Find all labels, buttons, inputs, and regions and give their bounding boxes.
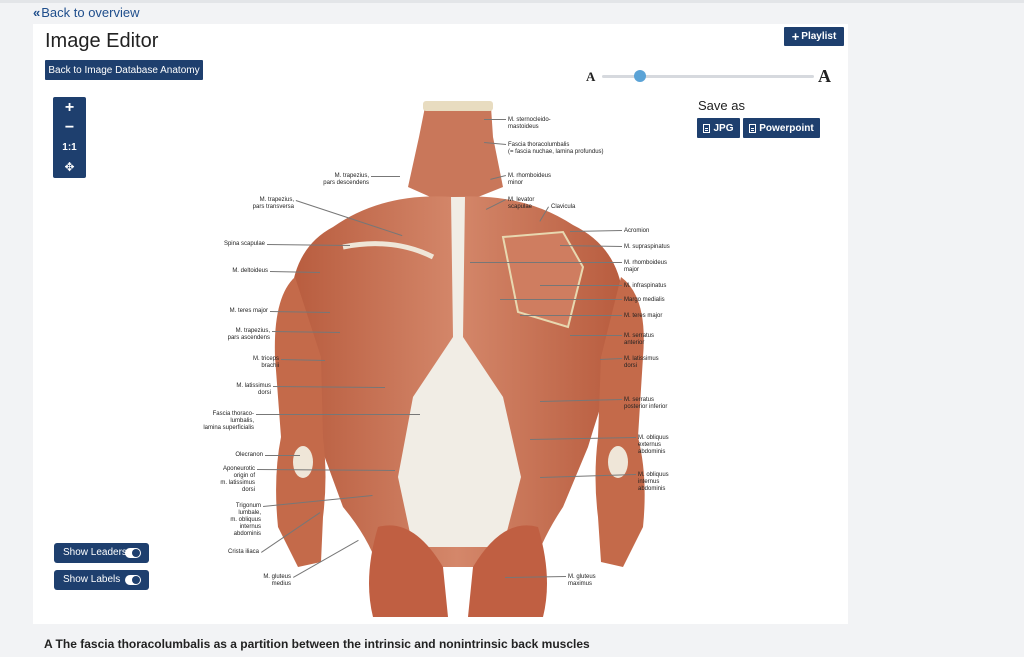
figure-label: M. latissimus dorsi (624, 356, 659, 369)
figure-label: M. sternocleido- mastoideus (508, 117, 551, 130)
figure-label: Fascia thoraco- lumbalis, lamina superfi… (203, 411, 254, 431)
save-jpg-button[interactable]: JPG (697, 118, 740, 138)
zoom-out-button[interactable]: − (64, 118, 75, 136)
powerpoint-label: Powerpoint (759, 122, 814, 134)
zoom-in-button[interactable]: + (64, 98, 75, 116)
image-editor-card: Image Editor Back to Image Database Anat… (33, 24, 848, 624)
figure-label: M. obliquus internus abdominis (638, 472, 669, 492)
zoom-reset-button[interactable]: 1:1 (62, 142, 77, 153)
show-labels-label: Show Labels (63, 574, 121, 585)
top-bar (0, 0, 1024, 3)
leader-line (470, 262, 622, 263)
leader-line (371, 176, 400, 177)
figure-label: Margo medialis (624, 297, 665, 303)
leader-line (256, 414, 420, 415)
file-icon (749, 123, 757, 133)
back-to-overview-link[interactable]: «Back to overview (33, 5, 140, 20)
figure-label: M. obliquus externus abdominis (638, 435, 669, 455)
show-leaders-label: Show Leaders (63, 547, 127, 558)
figure-label: M. levator scapulae (508, 197, 535, 210)
toggle-switch-icon (125, 548, 141, 558)
figure-label: Trigonum lumbale, m. obliquus internus a… (230, 503, 261, 537)
font-large-indicator: A (818, 66, 831, 86)
playlist-label: Playlist (801, 31, 837, 42)
anatomy-image[interactable] (203, 97, 673, 617)
leader-line (540, 285, 622, 286)
figure-label: Crista iliaca (227, 549, 259, 555)
zoom-controls: + − 1:1 ✥ (53, 97, 86, 178)
figure-label: M. gluteus medius (263, 574, 291, 587)
figure-label: M. serratus posterior inferior (624, 397, 668, 410)
double-chevron-left-icon: « (33, 5, 40, 20)
figure-label: Fascia thoracolumbalis (= fascia nuchae,… (508, 142, 604, 155)
figure-label: M. latissimus dorsi (236, 383, 271, 396)
leader-line (570, 335, 622, 336)
font-size-slider[interactable]: A A (586, 66, 831, 86)
playlist-button[interactable]: +Playlist (784, 27, 844, 46)
slider-track[interactable] (602, 75, 814, 78)
back-muscles-illustration (274, 101, 645, 617)
slider-thumb[interactable] (634, 70, 647, 82)
back-to-image-database-button[interactable]: Back to Image Database Anatomy (45, 60, 203, 80)
figure-label: M. triceps brachii (252, 356, 279, 369)
plus-icon: + (791, 29, 800, 44)
file-icon (703, 123, 711, 133)
save-powerpoint-button[interactable]: Powerpoint (743, 118, 820, 138)
show-labels-toggle[interactable]: Show Labels (54, 570, 149, 590)
figure-label: M. teres major (624, 313, 663, 319)
show-leaders-toggle[interactable]: Show Leaders (54, 543, 149, 563)
figure-label: M. serratus anterior (624, 333, 655, 346)
pan-move-icon[interactable]: ✥ (64, 159, 75, 174)
figure-caption: A The fascia thoracolumbalis as a partit… (44, 637, 590, 651)
figure-label: M. supraspinatus (624, 244, 670, 250)
save-as-label: Save as (698, 98, 745, 113)
figure-label: M. deltoideus (232, 268, 268, 274)
figure-label: Aponeurotic origin of m. latissimus dors… (220, 466, 255, 493)
figure-label: M. trapezius, pars transversa (252, 197, 294, 210)
figure-label: M. rhomboideus minor (508, 173, 552, 186)
figure-label: Acromion (624, 228, 650, 234)
leader-line (484, 119, 506, 120)
toggle-switch-icon (125, 575, 141, 585)
figure-label: M. teres major (229, 308, 268, 314)
jpg-label: JPG (713, 122, 734, 134)
figure-label: Spina scapulae (223, 241, 265, 247)
font-small-indicator: A (586, 69, 596, 84)
leader-line (500, 299, 622, 300)
figure-label: M. infraspinatus (624, 283, 667, 289)
figure-label: M. gluteus maximus (568, 574, 596, 587)
figure-label: Clavicula (551, 204, 576, 210)
figure-label: M. trapezius, pars descendens (323, 173, 369, 186)
page-title: Image Editor (45, 30, 159, 52)
figure-label: M. trapezius, pars ascendens (227, 328, 270, 341)
leader-line (265, 455, 300, 456)
back-to-overview-label: Back to overview (41, 5, 140, 20)
figure-label: Olecranon (235, 452, 263, 458)
leader-line (520, 315, 622, 316)
figure-label: M. rhomboideus major (624, 260, 668, 273)
